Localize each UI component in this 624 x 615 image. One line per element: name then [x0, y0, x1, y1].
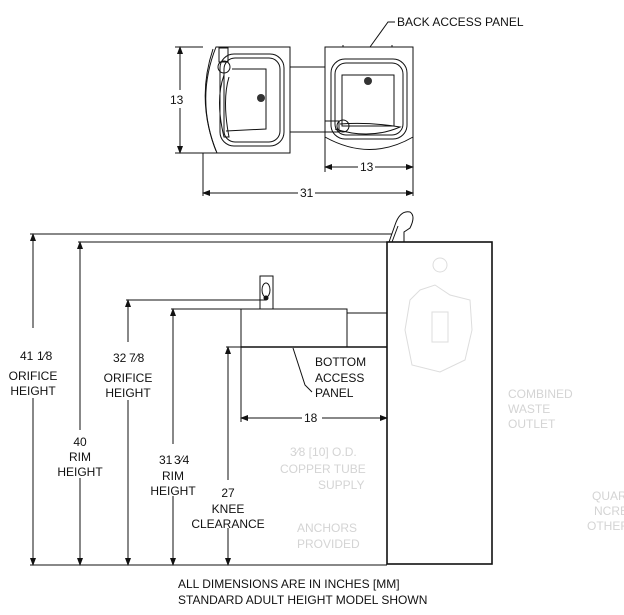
rim-height-high-value: 40	[73, 435, 87, 449]
rim-height-high-label2: HEIGHT	[57, 465, 103, 479]
supply-note3: SUPPLY	[318, 478, 364, 492]
orifice-height-low-value: 32	[113, 351, 127, 365]
depth-dimension: 13	[170, 93, 184, 107]
orifice-height-high-label: ORIFICE	[9, 369, 58, 383]
orifice-height-low-label2: HEIGHT	[105, 386, 151, 400]
waste-outlet-note2: WASTE	[508, 402, 550, 416]
dimensions-note: ALL DIMENSIONS ARE IN INCHES [MM]	[178, 577, 400, 591]
cropped-note3: OTHER	[587, 519, 624, 533]
bubbler-icon	[259, 275, 274, 310]
rim-height-low-label: RIM	[162, 469, 184, 483]
basin-depth-dimension: 18	[304, 411, 318, 425]
rim-height-low-value: 31	[159, 453, 173, 467]
bottom-access-panel-label2: ACCESS	[315, 371, 364, 385]
side-view: 41 1⁄8 ORIFICE HEIGHT 40 RIM HEIGHT 32 7…	[9, 211, 624, 566]
top-view-left-unit	[204, 46, 291, 154]
supply-note: 3⁄8 [10] O.D.	[290, 445, 357, 459]
knee-clearance-value: 27	[221, 486, 235, 500]
back-access-panel-label: BACK ACCESS PANEL	[397, 15, 524, 29]
tower-cabinet	[386, 241, 493, 565]
top-view-right-unit	[324, 45, 414, 150]
bottom-access-panel-label3: PANEL	[315, 386, 354, 400]
anchors-note2: PROVIDED	[297, 537, 360, 551]
orifice-height-low-label: ORIFICE	[104, 371, 153, 385]
overall-width-dimension: 31	[300, 186, 314, 200]
cropped-note2: NCRE	[594, 504, 624, 518]
low-basin	[240, 308, 348, 348]
unit-width-dimension: 13	[360, 160, 374, 174]
knee-clearance-label2: CLEARANCE	[191, 517, 264, 531]
cropped-note: QUAR	[592, 489, 624, 503]
drain-icon	[364, 77, 372, 85]
rim-height-low-fraction: 3⁄4	[174, 453, 190, 467]
rim-height-low-label2: HEIGHT	[150, 484, 196, 498]
waste-outlet-note: COMBINED	[508, 387, 573, 401]
orifice-height-high-value: 41	[20, 349, 34, 363]
bottom-access-panel-label: BOTTOM	[315, 355, 366, 369]
orifice-height-low-fraction: 7⁄8	[129, 351, 145, 365]
drain-icon	[257, 94, 265, 102]
anchors-note: ANCHORS	[297, 521, 357, 535]
model-note: STANDARD ADULT HEIGHT MODEL SHOWN	[178, 593, 427, 607]
orifice-height-high-label2: HEIGHT	[10, 384, 56, 398]
rim-height-high-label: RIM	[69, 450, 91, 464]
knee-clearance-label: KNEE	[212, 502, 245, 516]
waste-outlet-note3: OUTLET	[508, 417, 556, 431]
supply-note2: COPPER TUBE	[280, 462, 366, 476]
top-view: BACK ACCESS PANEL 13 13 31	[170, 15, 524, 200]
orifice-height-high-fraction: 1⁄8	[37, 349, 53, 363]
